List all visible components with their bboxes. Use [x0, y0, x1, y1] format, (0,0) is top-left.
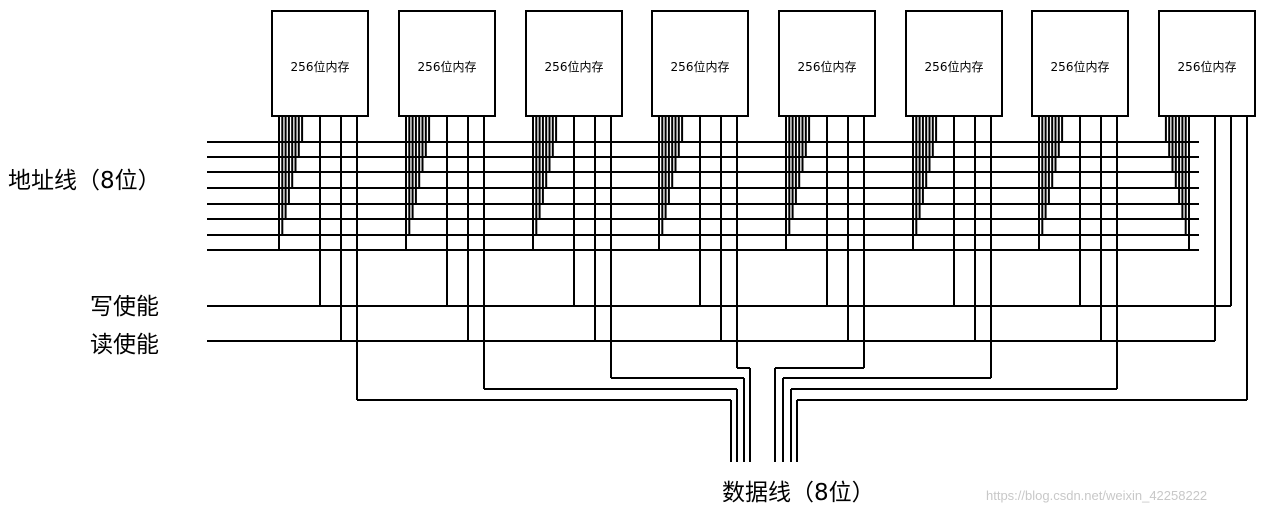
watermark-text: https://blog.csdn.net/weixin_42258222 [986, 488, 1207, 503]
memory-chip-label: 256位内存 [291, 59, 350, 74]
address-line-label: 地址线（8位） [8, 168, 161, 194]
memory-chip-label: 256位内存 [925, 59, 984, 74]
memory-chip-box [398, 10, 496, 117]
memory-chips: 256位内存 256位内存 256位内存 256位内存 256位内存 256位内存 256位… [271, 10, 1256, 117]
memory-chip-label: 256位内存 [671, 59, 730, 74]
memory-chip-box [1158, 10, 1256, 117]
read-enable-label: 读使能 [90, 332, 159, 358]
memory-chip-label: 256位内存 [1178, 59, 1237, 74]
memory-chip-label: 256位内存 [418, 59, 477, 74]
memory-chip-box [525, 10, 623, 117]
data-line-label: 数据线（8位） [722, 480, 875, 506]
memory-chip-box [271, 10, 369, 117]
memory-chip-label: 256位内存 [798, 59, 857, 74]
memory-chip-box [651, 10, 749, 117]
wires [207, 116, 1248, 462]
memory-chip-box [1031, 10, 1129, 117]
write-enable-label: 写使能 [90, 294, 159, 320]
memory-chip-box [905, 10, 1003, 117]
memory-chip-label: 256位内存 [545, 59, 604, 74]
memory-chip-box [778, 10, 876, 117]
memory-chip-label: 256位内存 [1051, 59, 1110, 74]
